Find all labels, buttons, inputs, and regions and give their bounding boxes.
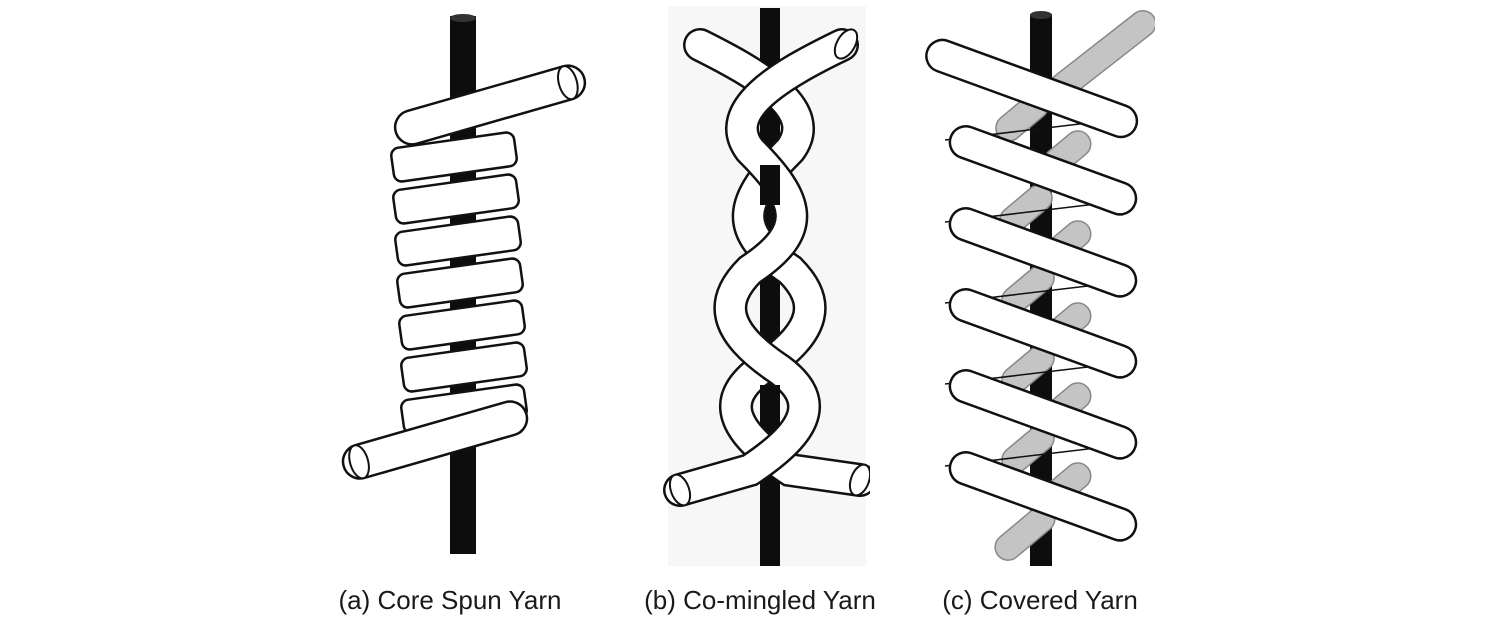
panel-co-mingled-yarn bbox=[660, 0, 870, 568]
strand-end-cap bbox=[848, 463, 870, 497]
co-mingled-yarn-diagram bbox=[663, 6, 870, 566]
top-wrap-strand bbox=[393, 64, 587, 146]
core-spun-yarn-diagram bbox=[341, 14, 587, 554]
caption-co-mingled-yarn: (b) Co-mingled Yarn bbox=[644, 585, 876, 615]
outer-cover-coils bbox=[925, 38, 1139, 542]
panel-covered-yarn bbox=[915, 0, 1155, 568]
strand-end-cap bbox=[668, 473, 692, 507]
covered-yarn-diagram bbox=[925, 10, 1155, 566]
panel-core-spun-yarn bbox=[320, 0, 620, 580]
wrap-coils bbox=[390, 131, 528, 435]
core-visible-segment bbox=[760, 385, 780, 425]
core-top-cap bbox=[1030, 11, 1052, 19]
core-visible-segment bbox=[760, 285, 780, 325]
caption-core-spun-yarn: (a) Core Spun Yarn bbox=[338, 585, 562, 615]
core-visible-segment bbox=[760, 165, 780, 205]
strand-end-cap bbox=[833, 28, 859, 60]
core-visible-segment bbox=[760, 500, 780, 566]
bottom-wrap-strand bbox=[341, 400, 529, 480]
twisted-strand-a bbox=[683, 28, 870, 497]
twisted-strand-b bbox=[663, 28, 859, 507]
core-top-cap bbox=[450, 14, 476, 22]
caption-covered-yarn: (c) Covered Yarn bbox=[942, 585, 1138, 615]
